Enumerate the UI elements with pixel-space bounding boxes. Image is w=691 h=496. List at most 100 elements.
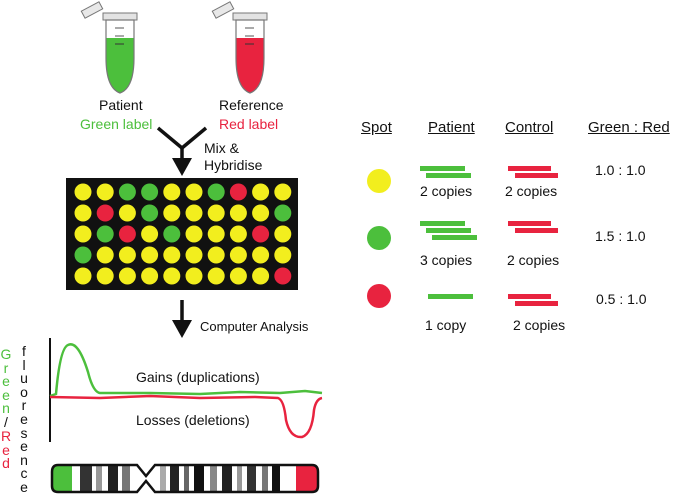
mix-step-line2: Hybridise [204,157,263,173]
array-spot-yellow [74,225,92,243]
array-spot-green [163,225,181,243]
analysis-arrow-icon [172,300,192,338]
array-spot-yellow [207,225,225,243]
array-spot-yellow [96,246,114,264]
header-patient: Patient [428,119,475,136]
patient-copy-bar [420,166,465,171]
array-spot-yellow [252,204,270,222]
array-spot-yellow [74,267,92,285]
patient-copy-bar [428,294,473,299]
analysis-step: Computer Analysis [200,319,309,334]
copy-number-bars [420,166,558,306]
array-spot-yellow [74,204,92,222]
chromosome-ideogram [50,463,320,494]
legend-spot-red [367,284,391,308]
array-spot-yellow [74,183,92,201]
patient-label: Green label [80,116,153,132]
array-spot-green [74,246,92,264]
array-spot-yellow [96,183,114,201]
array-spot-yellow [207,204,225,222]
patient-name: Patient [99,97,143,113]
gains-label: Gains (duplications) [136,369,260,385]
row1-ratio: 1.0 : 1.0 [595,162,646,178]
array-spot-yellow [118,267,136,285]
legend-spot-green [367,226,391,250]
patient-copy-bar [426,173,471,178]
array-spot-green [141,183,159,201]
array-spot-yellow [229,267,247,285]
array-spot-yellow [141,225,159,243]
row3-patient-text: 1 copy [425,317,467,333]
row2-patient-text: 3 copies [420,252,473,268]
control-copy-bar [508,221,551,226]
array-spot-red [252,225,270,243]
array-spot-yellow [207,267,225,285]
array-spot-yellow [185,225,203,243]
losses-label: Losses (deletions) [136,412,250,428]
array-spot-yellow [207,246,225,264]
array-spot-yellow [96,267,114,285]
array-spot-green [274,204,292,222]
microarray-spots [74,183,292,285]
array-spot-yellow [185,183,203,201]
array-spot-green [141,204,159,222]
array-spot-yellow [118,204,136,222]
row1-patient-text: 2 copies [420,183,473,199]
row2-ratio: 1.5 : 1.0 [595,228,646,244]
chromosome-loss-band [296,465,318,492]
array-spot-yellow [274,183,292,201]
array-spot-yellow [229,204,247,222]
array-spot-yellow [252,246,270,264]
control-copy-bar [508,166,551,171]
header-ratio: Green : Red [588,119,670,136]
reference-label: Red label [219,116,279,132]
control-copy-bar [508,294,551,299]
array-spot-yellow [274,246,292,264]
array-spot-yellow [141,267,159,285]
green-trace-line [49,343,323,398]
header-control: Control [505,119,554,136]
row3-control-text: 2 copies [513,317,566,333]
array-spot-yellow [163,246,181,264]
patient-copy-bar [420,221,465,226]
array-spot-yellow [163,183,181,201]
legend-spot-yellow [367,169,391,193]
row2-control-text: 2 copies [507,252,560,268]
control-copy-bar [515,173,558,178]
header-spot: Spot [361,119,392,136]
reference-tube-icon [211,1,268,94]
array-spot-red [274,267,292,285]
array-spot-yellow [185,204,203,222]
array-spot-red [96,204,114,222]
array-spot-yellow [118,246,136,264]
patient-copy-bar [426,228,471,233]
chromosome-gain-band [52,465,72,492]
array-spot-yellow [229,225,247,243]
row1-control-text: 2 copies [505,183,558,199]
y-label-slash: / [4,414,8,430]
array-spot-yellow [185,246,203,264]
control-copy-bar [515,228,558,233]
reference-name: Reference [219,97,284,113]
mix-step-line1: Mix & [204,140,239,156]
array-spot-red [118,225,136,243]
array-spot-yellow [163,267,181,285]
array-spot-green [96,225,114,243]
array-spot-yellow [229,246,247,264]
array-spot-yellow [141,246,159,264]
row3-ratio: 0.5 : 1.0 [596,291,647,307]
patient-copy-bar [432,235,477,240]
array-spot-yellow [185,267,203,285]
array-spot-yellow [252,267,270,285]
array-spot-red [229,183,247,201]
array-spot-green [207,183,225,201]
array-spot-yellow [163,204,181,222]
array-spot-yellow [274,225,292,243]
patient-tube-icon [80,1,138,94]
control-copy-bar [515,301,558,306]
